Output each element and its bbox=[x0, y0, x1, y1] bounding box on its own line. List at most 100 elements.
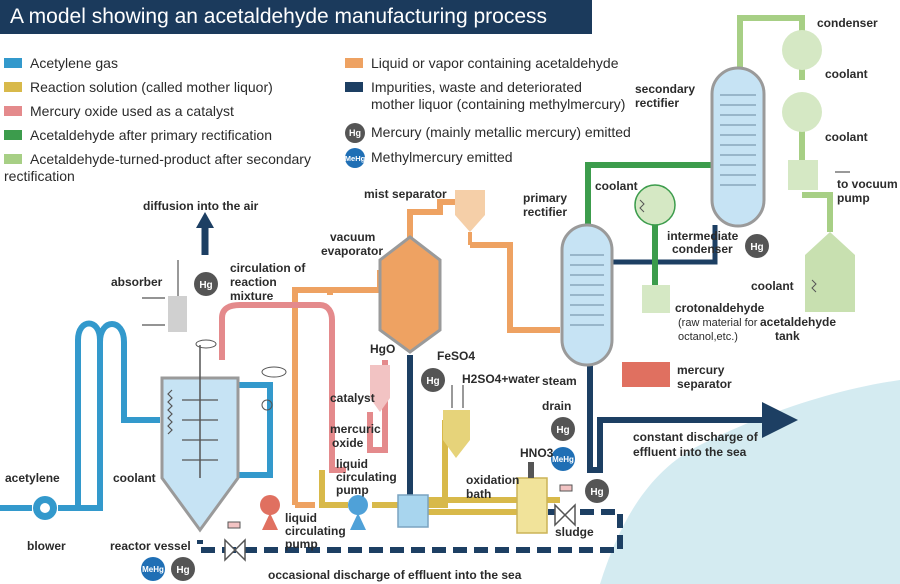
label-coolant-reactor: coolant bbox=[113, 471, 156, 485]
legend-mercury-emitted: Hg Mercury (mainly metallic mercury) emi… bbox=[345, 123, 631, 143]
mehg-badge-drain: MeHg bbox=[551, 447, 575, 471]
mixing-bath bbox=[397, 494, 429, 528]
label-circulation-2: reaction bbox=[230, 275, 277, 289]
label-acetaldehyde-tank-1: acetaldehyde bbox=[760, 315, 836, 329]
legend-label-line2: rectification bbox=[4, 168, 75, 184]
legend-label: Reaction solution (called mother liquor) bbox=[30, 79, 273, 95]
hg-badge-reactor: Hg bbox=[194, 272, 218, 296]
svg-text:MeHg: MeHg bbox=[142, 565, 164, 574]
rotation-indicator-2 bbox=[261, 366, 287, 378]
vacuum-pump-box bbox=[788, 160, 818, 190]
label-secondary-rectifier-2: rectifier bbox=[635, 96, 679, 110]
sea-area bbox=[600, 380, 900, 584]
label-intermediate-condenser-1: intermediate bbox=[667, 229, 739, 243]
primary-rectifier-trays bbox=[570, 254, 604, 326]
hg-badge-drain: Hg bbox=[551, 417, 575, 441]
waste-to-sea bbox=[587, 365, 798, 473]
diffusion-arrow-head bbox=[196, 212, 214, 228]
label-liquid-pump-mid-2: circulating bbox=[336, 470, 397, 484]
label-oxidation-bath-2: bath bbox=[466, 487, 491, 501]
condenser-middle bbox=[782, 92, 822, 132]
pump-left-icon bbox=[260, 495, 280, 515]
label-steam: steam bbox=[542, 374, 577, 388]
label-vacuum-evaporator-2: evaporator bbox=[321, 244, 383, 258]
legend-swatch bbox=[4, 106, 22, 116]
hg-badge-bottom: Hg bbox=[171, 557, 195, 581]
label-to-vacuum-pump-2: pump bbox=[837, 191, 870, 205]
label-circulation-1: circulation of bbox=[230, 261, 306, 275]
mist-separator bbox=[455, 190, 485, 232]
legend-label: Acetaldehyde after primary rectification bbox=[30, 127, 272, 143]
pump-mid-icon bbox=[348, 495, 368, 515]
legend-swatch bbox=[4, 58, 22, 68]
acetylene-pipe-loop bbox=[58, 321, 160, 511]
legend-reaction-solution: Reaction solution (called mother liquor) bbox=[4, 79, 273, 96]
label-acetylene: acetylene bbox=[5, 471, 60, 485]
mercury-separator bbox=[622, 362, 670, 387]
label-occasional-discharge: occasional discharge of effluent into th… bbox=[268, 568, 522, 582]
legend-swatch bbox=[4, 130, 22, 140]
svg-text:Hg: Hg bbox=[199, 280, 212, 291]
label-acetaldehyde-tank-2: tank bbox=[775, 329, 800, 343]
sludge-valve bbox=[554, 503, 576, 527]
svg-text:MeHg: MeHg bbox=[552, 455, 574, 464]
legend-acetylene-gas: Acetylene gas bbox=[4, 55, 118, 72]
label-liquid-pump-mid-3: pump bbox=[336, 483, 369, 497]
label-hgo: HgO bbox=[370, 342, 395, 356]
secondary-rectifier-trays bbox=[720, 94, 756, 186]
label-circulation-3: mixture bbox=[230, 289, 274, 303]
legend-methylmercury-emitted: MeHg Methylmercury emitted bbox=[345, 148, 513, 168]
legend-label: Methylmercury emitted bbox=[371, 149, 513, 165]
label-mercuric-1: mercuric bbox=[330, 422, 381, 436]
legend-label-line1: Impurities, waste and deteriorated bbox=[371, 79, 582, 95]
svg-text:Hg: Hg bbox=[176, 565, 189, 576]
label-liquid-pump-mid-1: liquid bbox=[336, 457, 368, 471]
label-crotonaldehyde-3: octanol,etc.) bbox=[678, 331, 738, 343]
legend-primary-rectification: Acetaldehyde after primary rectification bbox=[4, 127, 272, 144]
label-secondary-rectifier-1: secondary bbox=[635, 82, 695, 96]
label-coolant-1: coolant bbox=[825, 67, 868, 81]
reactor-valve bbox=[224, 538, 246, 562]
legend-label: Mercury oxide used as a catalyst bbox=[30, 103, 234, 119]
hg-badge-feso4: Hg bbox=[421, 368, 445, 392]
label-drain: drain bbox=[542, 399, 571, 413]
crotonaldehyde-box bbox=[642, 285, 670, 313]
vacuum-evaporator bbox=[378, 235, 442, 354]
legend-swatch bbox=[345, 58, 363, 68]
absorber bbox=[168, 296, 187, 332]
secondary-rectifier bbox=[710, 66, 766, 228]
legend-impurities: Impurities, waste and deteriorated mothe… bbox=[345, 79, 625, 113]
pump-mid-base bbox=[350, 513, 366, 530]
process-arrows bbox=[142, 171, 850, 476]
rotation-indicator bbox=[195, 339, 217, 349]
mercury-badge-icon: Hg bbox=[345, 123, 365, 143]
label-to-vacuum-pump-1: to vocuum bbox=[837, 177, 898, 191]
label-intermediate-condenser-2: condenser bbox=[672, 242, 733, 256]
label-coolant-3: coolant bbox=[595, 179, 638, 193]
legend-swatch bbox=[345, 82, 363, 92]
legend-liquid-vapor: Liquid or vapor containing acetaldehyde bbox=[345, 55, 619, 72]
hg-badge-sludge: Hg bbox=[585, 479, 609, 503]
acetaldehyde-tank bbox=[805, 232, 855, 312]
legend-secondary-rectification: Acetaldehyde-turned-product after second… bbox=[4, 151, 311, 185]
legend-swatch bbox=[4, 82, 22, 92]
legend-swatch bbox=[4, 154, 22, 164]
label-coolant-2: coolant bbox=[825, 130, 868, 144]
svg-text:Hg: Hg bbox=[426, 376, 439, 387]
pump-left-base bbox=[262, 513, 278, 530]
label-vacuum-evaporator-1: vacuum bbox=[330, 230, 375, 244]
hno3-feed bbox=[528, 462, 534, 478]
label-oxidation-bath-1: oxidation bbox=[466, 473, 519, 487]
label-reactor-vessel: reactor vessel bbox=[110, 539, 191, 553]
legend-label: Acetylene gas bbox=[30, 55, 118, 71]
hg-badge-secondary: Hg bbox=[745, 234, 769, 258]
legend-label-line1: Acetaldehyde-turned-product after second… bbox=[30, 151, 311, 167]
diagram-title: A model showing an acetaldehyde manufact… bbox=[0, 0, 592, 34]
mehg-badge-bottom: MeHg bbox=[141, 557, 165, 581]
label-liquid-pump-left-1: liquid bbox=[285, 511, 317, 525]
label-hno3: HNO3 bbox=[520, 446, 554, 460]
label-sludge: sludge bbox=[555, 525, 594, 539]
label-crotonaldehyde-1: crotonaldehyde bbox=[675, 301, 765, 315]
label-constant-discharge-2: effluent into the sea bbox=[633, 445, 747, 459]
